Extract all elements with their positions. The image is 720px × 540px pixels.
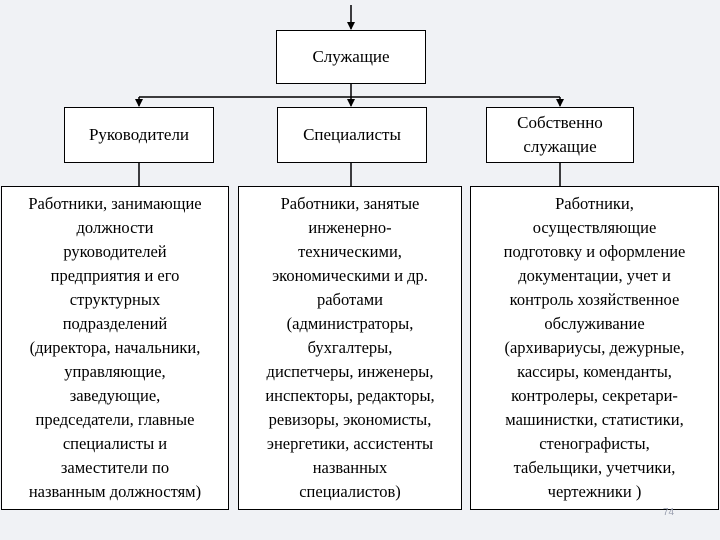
description-box-managers: Работники, занимающие должности руководи… bbox=[1, 186, 229, 510]
page-number: 74 bbox=[663, 507, 675, 518]
description-text-managers: Работники, занимающие должности руководи… bbox=[28, 194, 202, 501]
header-label-specialists: Специалисты bbox=[303, 125, 401, 144]
header-label-clerks: Собственно служащие bbox=[517, 113, 603, 156]
root-box-employees: Служащие bbox=[276, 30, 426, 84]
description-box-clerks: Работники, осуществляющие подготовку и о… bbox=[470, 186, 719, 510]
description-text-clerks: Работники, осуществляющие подготовку и о… bbox=[503, 194, 686, 501]
description-box-specialists: Работники, занятые инженерно- технически… bbox=[238, 186, 462, 510]
header-box-specialists: Специалисты bbox=[277, 107, 427, 163]
header-box-managers: Руководители bbox=[64, 107, 214, 163]
root-label: Служащие bbox=[312, 47, 390, 66]
header-box-clerks: Собственно служащие bbox=[486, 107, 634, 163]
header-label-managers: Руководители bbox=[88, 125, 190, 144]
description-text-specialists: Работники, занятые инженерно- технически… bbox=[265, 194, 435, 501]
